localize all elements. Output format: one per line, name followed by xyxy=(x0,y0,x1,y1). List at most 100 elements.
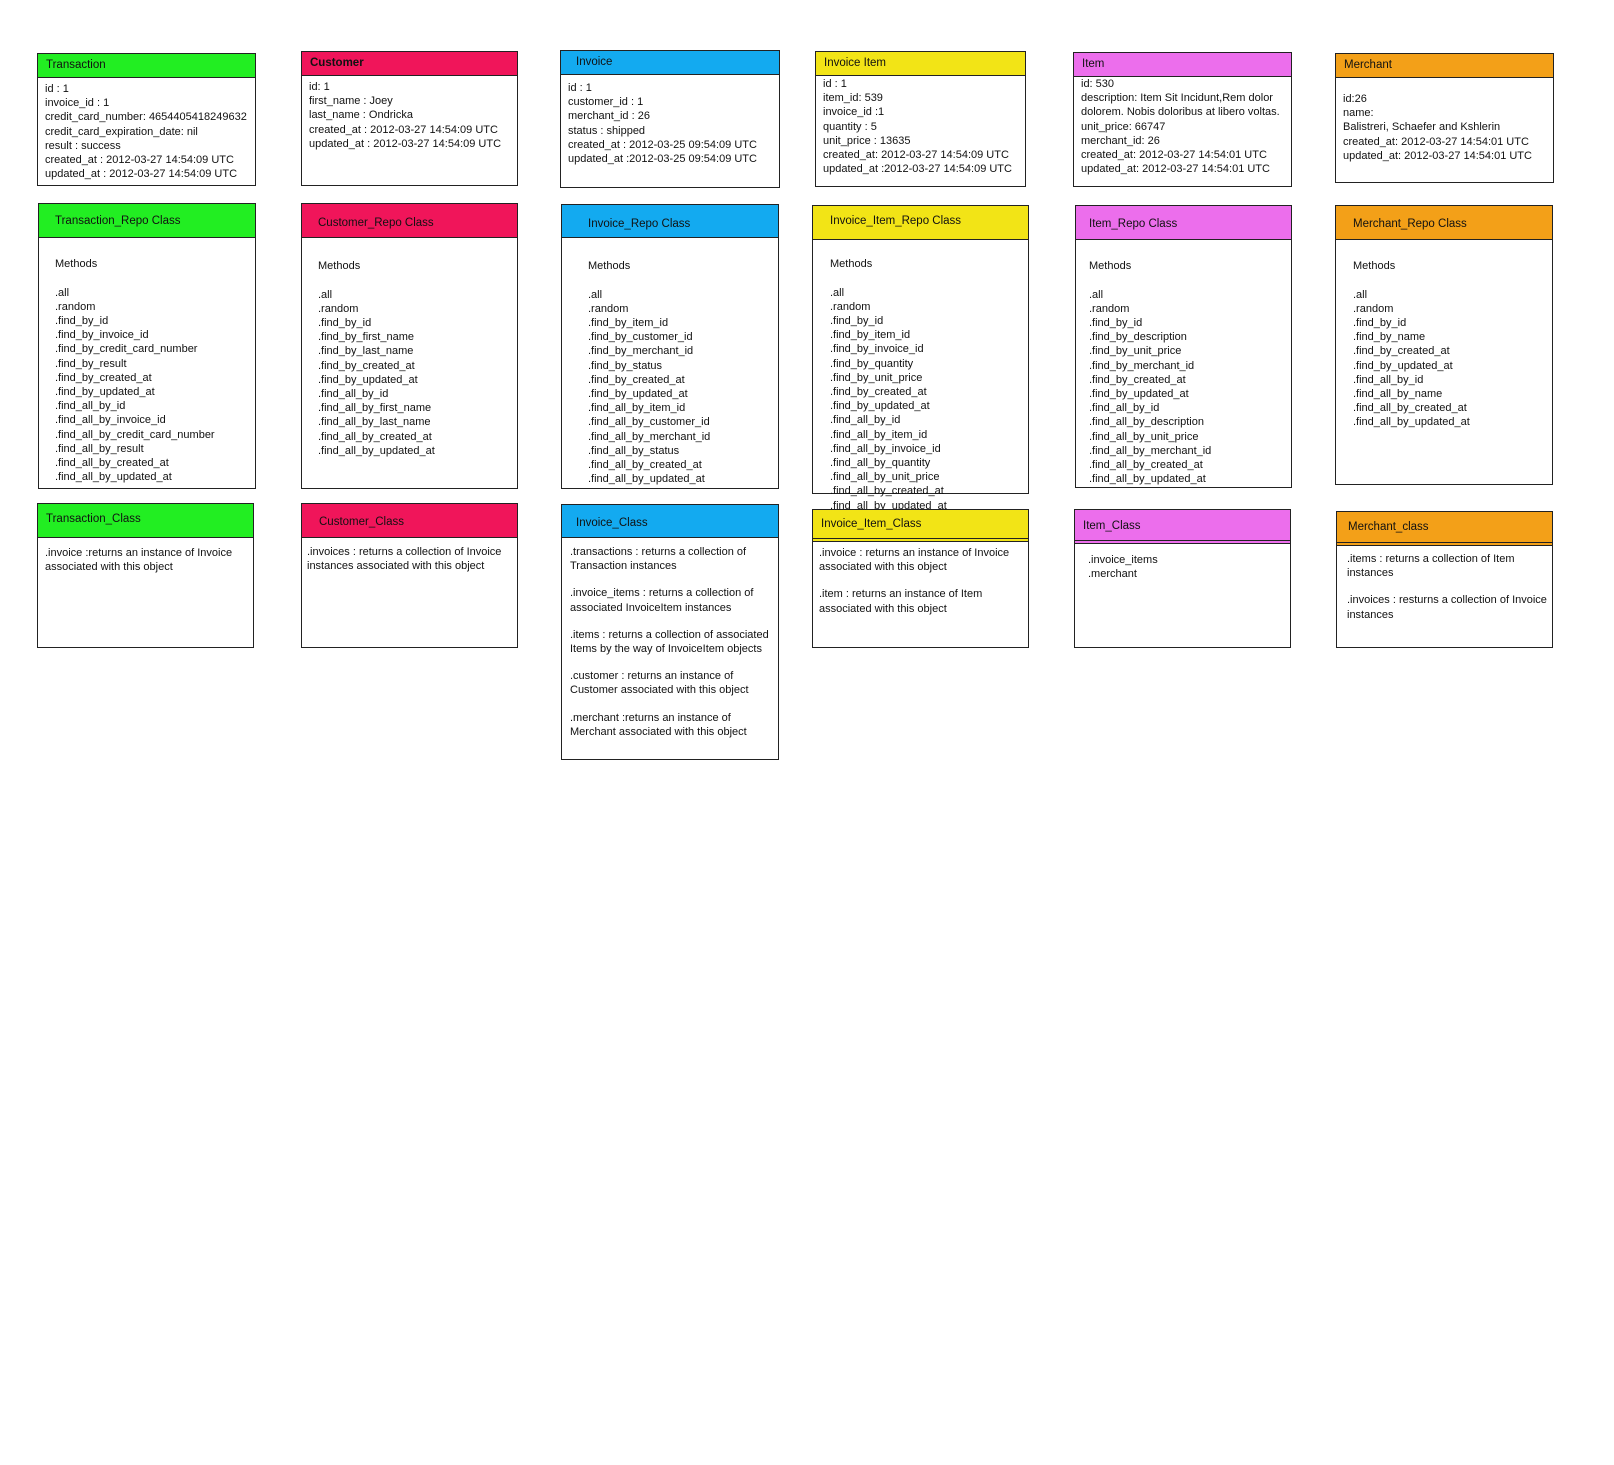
text-line: .find_by_created_at xyxy=(1353,345,1450,358)
text-line: .find_by_id xyxy=(318,317,372,330)
text-line: created_at : 2012-03-27 14:54:09 UTC xyxy=(45,154,234,167)
text-line: .find_by_created_at xyxy=(318,359,415,372)
description-paragraph: .item : returns an instance of Item asso… xyxy=(819,588,983,615)
text-line: .find_by_name xyxy=(1353,331,1426,344)
text-line: .find_all_by_name xyxy=(1353,388,1443,401)
text-line: credit_card_expiration_date: nil xyxy=(45,125,198,138)
text-line: .find_by_status xyxy=(588,359,662,372)
text-line: .random xyxy=(1353,302,1394,315)
methods-label: Methods xyxy=(1089,260,1132,273)
merchant-repo-methods: Methods .all.random.find_by_id.find_by_n… xyxy=(1336,240,1552,444)
methods-label: Methods xyxy=(588,260,631,273)
text-line: id : 1 xyxy=(568,82,592,94)
description-paragraph: .transactions : returns a collection of … xyxy=(570,546,747,573)
text-line: .find_all_by_invoice_id xyxy=(55,414,166,427)
invoice-item-class-header: Invoice_Item_Class xyxy=(813,510,1028,542)
text-line: last_name : Ondricka xyxy=(309,109,413,122)
text-line: id : 1 xyxy=(823,78,847,90)
text-line: invoice_id : 1 xyxy=(45,97,110,110)
text-line: .find_all_by_created_at xyxy=(588,459,702,472)
text-line: credit_card_number: 4654405418249632 xyxy=(45,111,247,124)
text-line: .find_all_by_customer_id xyxy=(588,416,710,429)
method-list: .all.random.find_by_id.find_by_invoice_i… xyxy=(55,286,251,485)
description-paragraph: .invoice_items : returns a collection of… xyxy=(570,587,754,614)
text-line: .random xyxy=(1089,302,1130,315)
text-line: dolorem. Nobis doloribus at libero volta… xyxy=(1081,106,1280,119)
item-class-box: Item_Class .invoice_items.merchant xyxy=(1074,509,1291,648)
item-repo-header: Item_Repo Class xyxy=(1076,206,1291,240)
text-line: .find_all_by_created_at xyxy=(55,457,169,470)
merchant-repo-box: Merchant_Repo Class Methods .all.random.… xyxy=(1335,205,1553,485)
description-paragraph: .customer : returns an instance of Custo… xyxy=(570,670,749,697)
text-line: .find_all_by_status xyxy=(588,444,680,457)
text-line: .find_by_updated_at xyxy=(830,400,930,413)
description-paragraph: .merchant :returns an instance of Mercha… xyxy=(570,711,747,738)
text-line: Balistreri, Schaefer and Kshlerin xyxy=(1343,121,1501,134)
item-repo-box: Item_Repo Class Methods .all.random.find… xyxy=(1075,205,1292,488)
text-line: .merchant xyxy=(1088,568,1137,581)
text-line: .find_all_by_updated_at xyxy=(1353,416,1470,429)
merchant-class-description: .items : returns a collection of Item in… xyxy=(1337,546,1552,622)
text-line: .find_all_by_created_at xyxy=(830,485,944,498)
text-line: .find_by_id xyxy=(830,315,884,328)
text-line: merchant_id : 26 xyxy=(568,110,650,123)
text-line: created_at : 2012-03-27 14:54:09 UTC xyxy=(309,123,498,136)
text-line: invoice_id :1 xyxy=(823,106,885,119)
text-line: item_id: 539 xyxy=(823,92,883,105)
text-line: .find_all_by_created_at xyxy=(318,430,432,443)
text-line: .find_by_updated_at xyxy=(588,388,688,401)
text-line: .find_all_by_merchant_id xyxy=(1089,444,1212,457)
text-line: .all xyxy=(830,286,845,299)
transaction-class-description: .invoice :returns an instance of Invoice… xyxy=(38,538,253,574)
text-line: .find_all_by_first_name xyxy=(318,402,432,415)
text-line: .find_all_by_created_at xyxy=(1353,402,1467,415)
text-line: .random xyxy=(588,302,629,315)
customer-class-description: .invoices : returns a collection of Invo… xyxy=(302,538,517,573)
text-line: .find_all_by_item_id xyxy=(588,402,686,415)
transaction-repo-box: Transaction_Repo Class Methods .all.rand… xyxy=(38,203,256,489)
text-line: .find_by_invoice_id xyxy=(830,343,924,356)
customer-repo-header: Customer_Repo Class xyxy=(302,204,517,238)
text-line: .find_by_description xyxy=(1089,331,1187,344)
text-line: merchant_id: 26 xyxy=(1081,134,1160,147)
method-list: .all.random.find_by_item_id.find_by_cust… xyxy=(588,288,774,487)
text-line: .find_all_by_result xyxy=(55,442,144,455)
merchant-model-header: Merchant xyxy=(1336,54,1553,78)
text-line: .find_by_first_name xyxy=(318,331,414,344)
methods-label: Methods xyxy=(318,260,361,273)
text-line: .all xyxy=(1353,288,1368,301)
text-line: .find_by_customer_id xyxy=(588,331,693,344)
item-class-methods: .invoice_items.merchant xyxy=(1075,544,1290,581)
text-line: .find_by_id xyxy=(1353,317,1407,330)
description-paragraph: .invoices : returns a collection of Invo… xyxy=(307,546,502,573)
invoice-item-repo-header: Invoice_Item_Repo Class xyxy=(813,206,1028,240)
invoice-repo-header: Invoice_Repo Class xyxy=(562,205,778,238)
text-line: unit_price : 13635 xyxy=(823,134,911,147)
invoice-item-class-box: Invoice_Item_Class .invoice : returns an… xyxy=(812,509,1029,648)
text-line: .find_all_by_updated_at xyxy=(588,473,705,486)
text-line: updated_at :2012-03-25 09:54:09 UTC xyxy=(568,153,757,166)
transaction-repo-header: Transaction_Repo Class xyxy=(39,204,255,238)
customer-model-header: Customer xyxy=(302,52,517,76)
customer-repo-methods: Methods .all.random.find_by_id.find_by_f… xyxy=(302,238,517,472)
text-line: .find_by_created_at xyxy=(1089,373,1186,386)
text-line: .find_all_by_quantity xyxy=(830,457,931,470)
text-line: .find_all_by_updated_at xyxy=(830,499,947,512)
text-line: .find_by_invoice_id xyxy=(55,329,149,342)
text-line: .find_all_by_updated_at xyxy=(318,444,435,457)
description-paragraph: .items : returns a collection of Item in… xyxy=(1347,553,1515,580)
text-line: created_at: 2012-03-27 14:54:09 UTC xyxy=(823,149,1009,162)
text-line: .find_by_created_at xyxy=(588,373,685,386)
text-line: unit_price: 66747 xyxy=(1081,120,1166,133)
text-line: .random xyxy=(318,302,359,315)
invoice-class-box: Invoice_Class .transactions : returns a … xyxy=(561,504,779,760)
text-line: updated_at : 2012-03-27 14:54:09 UTC xyxy=(309,137,502,150)
